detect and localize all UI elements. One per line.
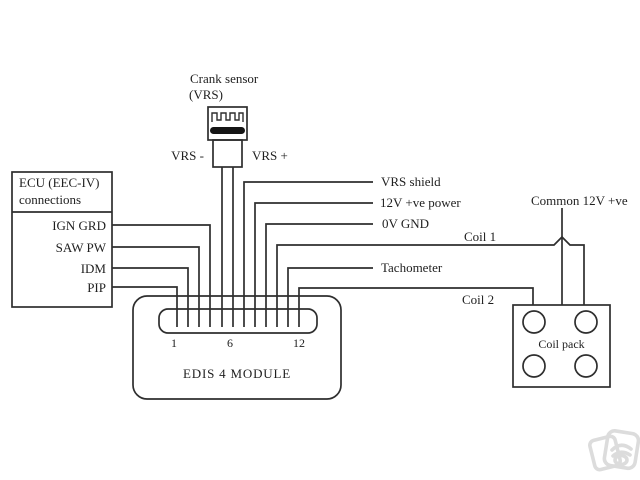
ecu-title-line2: connections: [19, 192, 82, 207]
wire-tachometer: [287, 267, 373, 327]
ecu-pin-label-pip: PIP: [87, 280, 106, 295]
edis-module-label: EDIS 4 MODULE: [183, 366, 291, 381]
vrs-plus-label: VRS +: [252, 148, 288, 163]
connector-pin-number-1: 1: [171, 336, 177, 350]
12v-power-label: 12V +ve power: [380, 195, 461, 210]
ecu-pin-label-idm: IDM: [80, 261, 106, 276]
wire-0v-gnd: [265, 223, 373, 327]
wire-vrs-shield: [243, 181, 373, 327]
tachometer-label: Tachometer: [381, 260, 443, 275]
coil-tower-2: [574, 310, 598, 334]
coil-tower-3: [522, 354, 546, 378]
ecu-pin-label-saw-pw: SAW PW: [55, 240, 106, 255]
coil-1-label: Coil 1: [464, 229, 497, 244]
watermark-logo-icon: [588, 429, 640, 472]
vrs-minus-label: VRS -: [171, 148, 204, 163]
connector-pin-number-12: 12: [293, 336, 305, 350]
wire-saw-pw: [112, 246, 200, 327]
coil-2-label: Coil 2: [462, 292, 495, 307]
ecu-box: [11, 171, 113, 308]
coil-pack-label: Coil pack: [538, 337, 585, 351]
wire-idm: [112, 267, 189, 327]
edis-module-box: [132, 295, 342, 400]
wire-coil-2: [298, 287, 534, 327]
wire-pip: [112, 286, 178, 327]
crank-sensor-label-vrs: (VRS): [189, 87, 223, 102]
wire-12v-power: [254, 202, 373, 327]
connector-pin-number-6: 6: [227, 336, 233, 350]
vrs-shield-label: VRS shield: [381, 174, 441, 189]
wire-coil-1: [276, 235, 585, 327]
coil-pack-box: [512, 304, 611, 388]
crank-sensor-toothed-wheel-icon: [211, 112, 244, 122]
wire-ign-grd: [112, 224, 211, 327]
ecu-title-line1: ECU (EEC-IV): [19, 175, 100, 190]
0v-gnd-label: 0V GND: [382, 216, 430, 231]
crank-sensor-plug: [212, 139, 243, 168]
coil-tower-4: [574, 354, 598, 378]
crank-sensor-body: [207, 106, 248, 141]
ecu-pin-label-ign-grd: IGN GRD: [52, 218, 106, 233]
edis-module-connector: [158, 308, 318, 334]
crank-sensor-label: Crank sensor: [190, 71, 259, 86]
common-12v-label: Common 12V +ve: [531, 193, 628, 208]
coil-tower-1: [522, 310, 546, 334]
crank-sensor-magnet-bar: [210, 127, 245, 134]
